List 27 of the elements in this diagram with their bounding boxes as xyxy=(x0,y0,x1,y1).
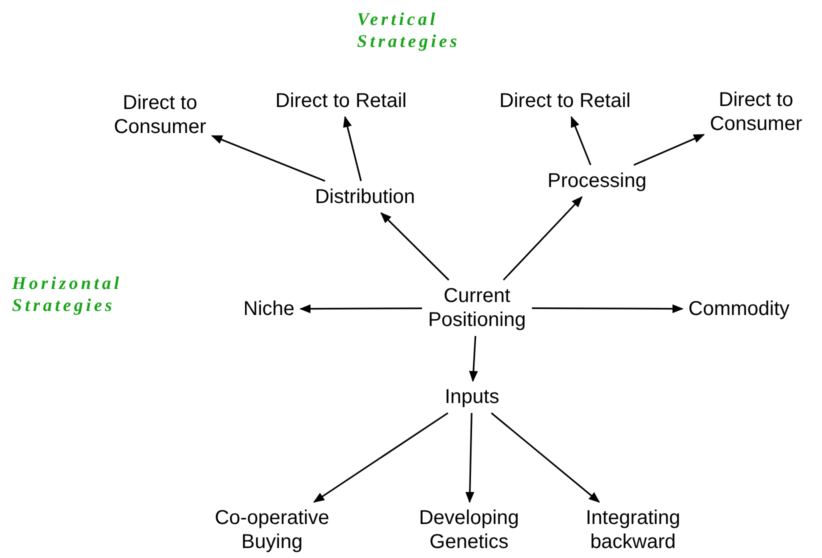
arrow xyxy=(211,135,326,182)
arrow xyxy=(532,304,684,314)
node-label: Distribution xyxy=(295,185,435,209)
arrow xyxy=(490,412,600,503)
arrow xyxy=(465,412,474,504)
arrow xyxy=(468,336,478,382)
node-label: Developing Genetics xyxy=(404,506,534,554)
group-heading: Vertical Strategies xyxy=(357,8,462,52)
node-label: Direct to Consumer xyxy=(691,88,821,136)
arrow xyxy=(299,304,422,314)
node-label: Direct to Retail xyxy=(256,89,426,113)
node-label: Current Positioning xyxy=(412,284,542,332)
arrow xyxy=(343,116,362,182)
arrow xyxy=(634,134,705,166)
node-label: Integrating backward xyxy=(568,506,698,554)
node-label: Direct to Retail xyxy=(480,89,650,113)
node-label: Niche xyxy=(224,297,314,321)
node-label: Commodity xyxy=(674,297,804,321)
arrow xyxy=(570,116,592,166)
group-heading: Horizontal Strategies xyxy=(12,272,124,316)
node-label: Direct to Consumer xyxy=(95,91,225,139)
arrow xyxy=(502,196,583,281)
node-label: Co-operative Buying xyxy=(197,506,347,554)
arrow xyxy=(380,212,450,281)
node-label: Processing xyxy=(527,169,667,193)
node-label: Inputs xyxy=(427,385,517,409)
arrow xyxy=(313,412,448,503)
